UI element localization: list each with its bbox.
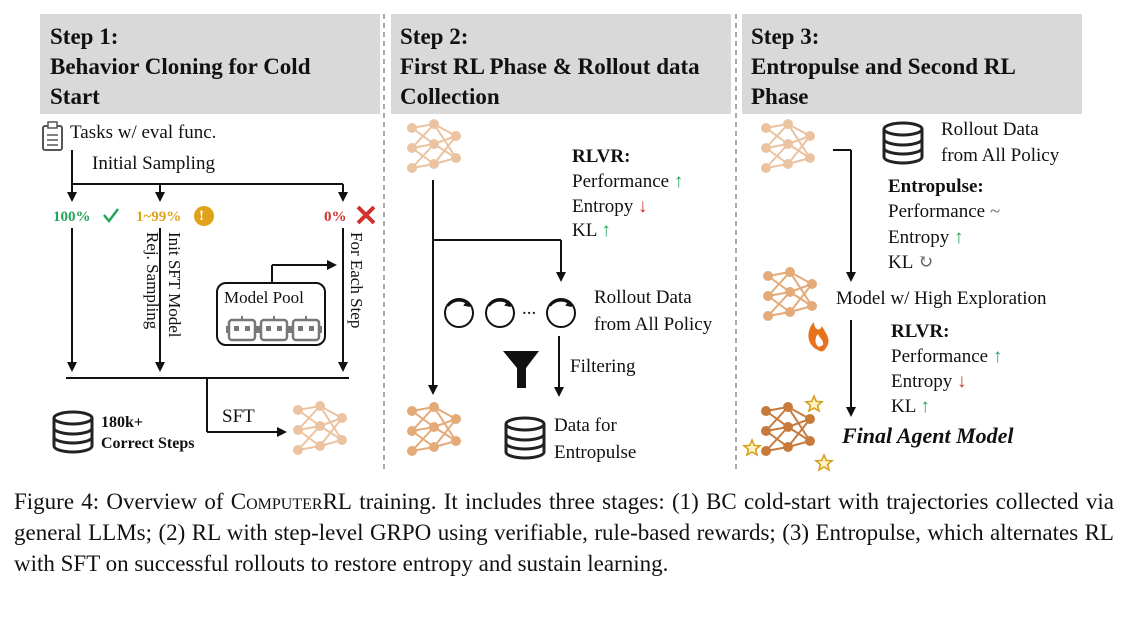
- up-arrow-icon: ↑: [953, 227, 964, 248]
- kl-step3b: KL ↑: [891, 396, 930, 417]
- rollout-data-step2-line2: from All Policy: [594, 314, 713, 335]
- network-icon-high-exploration: [762, 266, 818, 322]
- entropy-step2: Entropy ↓: [572, 196, 648, 217]
- pct-100-label: 100%: [53, 209, 91, 225]
- up-arrow-icon: ↑: [601, 220, 611, 241]
- star-icon-2: [743, 439, 761, 456]
- kl-step2: KL ↑: [572, 220, 611, 241]
- model-high-exploration-label: Model w/ High Exploration: [836, 288, 1047, 309]
- tilde-icon: ~: [989, 201, 1001, 222]
- performance-step2: Performance ↑: [572, 171, 684, 192]
- ellipsis: ...: [522, 298, 537, 319]
- database-icon-step3: [882, 121, 924, 165]
- database-icon-correct-steps: [52, 410, 94, 454]
- filtering-label: Filtering: [570, 356, 636, 377]
- down-arrow-icon: ↓: [637, 196, 648, 217]
- cycle-icon-1: [444, 298, 474, 328]
- correct-steps-label: Correct Steps: [101, 435, 195, 452]
- correct-steps-count: 180k+: [101, 414, 144, 431]
- up-arrow-icon: ↑: [920, 396, 930, 417]
- network-icon-step3-top: [760, 118, 816, 174]
- cross-icon: [356, 205, 376, 225]
- check-icon: [103, 208, 119, 224]
- filter-icon: [503, 351, 539, 388]
- kl-step3a: KL ↻: [888, 252, 934, 273]
- for-each-step-label: For Each Step: [347, 232, 366, 329]
- rollout-data-step3-line2: from All Policy: [941, 145, 1060, 166]
- rej-sampling-label: Rej. Sampling: [143, 232, 162, 330]
- entropy-step3a: Entropy ↑: [888, 227, 964, 248]
- step3-header: [742, 14, 1082, 114]
- final-agent-model-label: Final Agent Model: [842, 423, 1014, 448]
- cycle-icon-2: [485, 298, 515, 328]
- cycle-arrow-icon: ↻: [917, 252, 934, 273]
- rlvr-label-step3: RLVR:: [891, 321, 950, 342]
- initial-sampling-label: Initial Sampling: [92, 153, 215, 174]
- sft-label: SFT: [222, 406, 255, 427]
- network-icon-final: [760, 401, 816, 457]
- network-icon-sft: [292, 400, 348, 456]
- fire-icon: [808, 322, 829, 352]
- up-arrow-icon: ↑: [992, 346, 1003, 367]
- tasks-label: Tasks w/ eval func.: [70, 122, 217, 143]
- up-arrow-icon: ↑: [673, 171, 684, 192]
- warning-icon: [194, 206, 214, 226]
- robot-icon-1: [224, 314, 260, 342]
- pct-0-label: 0%: [324, 209, 347, 225]
- pct-mid-label: 1~99%: [136, 209, 182, 225]
- rollout-data-step2-line1: Rollout Data: [594, 287, 692, 308]
- warning-mark: !: [199, 208, 204, 224]
- down-arrow-icon: ↓: [956, 371, 967, 392]
- step2-header: [391, 14, 731, 114]
- cycle-icon-3: [546, 298, 576, 328]
- entropy-step3b: Entropy ↓: [891, 371, 967, 392]
- performance-step3b: Performance ↑: [891, 346, 1003, 367]
- data-for-entropulse-line2: Entropulse: [554, 442, 637, 463]
- step1-header: [40, 14, 380, 114]
- robot-icon-2: [256, 314, 292, 342]
- data-for-entropulse-line1: Data for: [554, 415, 617, 436]
- init-sft-label: Init SFT Model: [165, 232, 184, 338]
- rlvr-label-step2: RLVR:: [572, 146, 631, 167]
- robot-icon-3: [288, 314, 324, 342]
- clipboard-icon: [42, 121, 63, 151]
- entropulse-label: Entropulse:: [888, 176, 984, 197]
- performance-step3a: Performance ~: [888, 201, 1001, 222]
- rollout-data-step3-line1: Rollout Data: [941, 119, 1039, 140]
- star-icon-1: [805, 395, 823, 412]
- network-icon-step2-bottom: [406, 401, 462, 457]
- figure-caption: Figure 4: Overview of ComputerRL trainin…: [14, 489, 1114, 576]
- database-icon-entropulse: [504, 416, 546, 460]
- star-icon-3: [815, 454, 833, 471]
- network-icon-step2-top: [406, 118, 462, 174]
- model-pool-label: Model Pool: [224, 288, 304, 307]
